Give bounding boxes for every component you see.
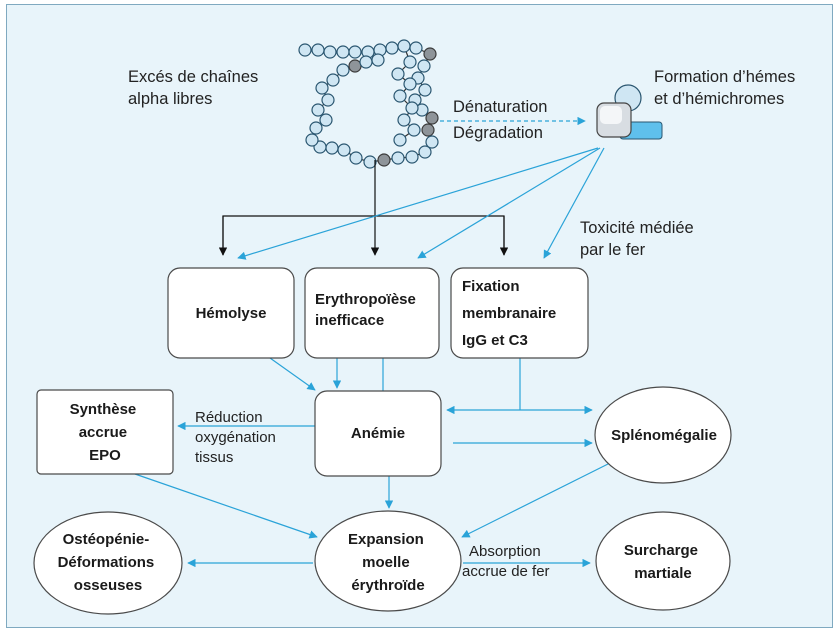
heme-to-hemolyse-arrow	[237, 147, 599, 260]
splenomegalie-to-expansion-arrow	[461, 461, 613, 538]
node-osteopenie: Ostéopénie- Déformations osseuses	[33, 511, 183, 615]
svg-text:Anémie: Anémie	[351, 425, 405, 442]
node-hemolyse: Hémolyse	[167, 267, 295, 359]
heme-to-fixation-arrow	[543, 147, 605, 259]
svg-text:Splénomégalie: Splénomégalie	[611, 427, 717, 444]
formation-label: Formation d’hémes et d’hémichromes	[654, 68, 800, 108]
node-epo: Synthèse accrue EPO	[36, 389, 174, 475]
svg-text:Surcharge martiale: Surcharge martiale	[624, 542, 702, 582]
absorption-label: Absorption accrue de fer	[462, 543, 550, 580]
hemolyse-to-anemie-arrow	[269, 357, 316, 391]
svg-text:Erythropoïèse inefficace: Erythropoïèse inefficace	[315, 291, 420, 329]
degradation-label: Dégradation	[453, 124, 543, 142]
node-splenomegalie: Splénomégalie	[594, 386, 732, 484]
node-fixation: Fixation membranaire IgG et C3	[450, 267, 589, 359]
node-surcharge: Surcharge martiale	[595, 511, 731, 611]
heme-to-erythropoiese-arrow	[417, 147, 601, 259]
connectors	[134, 116, 613, 568]
toxicity-label: Toxicité médiée par le fer	[580, 219, 698, 259]
svg-text:Synthèse accrue EP: Synthèse accrue EPO	[70, 401, 141, 464]
node-erythropoiese: Erythropoïèse inefficace	[304, 267, 440, 359]
node-anemie: Anémie	[314, 390, 442, 477]
epo-to-expansion-arrow	[134, 473, 318, 539]
excess-chains-label: Excés de chaînes alpha libres	[128, 68, 263, 108]
svg-text:Expansion moelle é: Expansion moelle érythroïde	[348, 531, 428, 594]
denaturation-label: Dénaturation	[453, 98, 547, 116]
alpha-chain-molecule-icon	[298, 39, 439, 169]
svg-text:Hémolyse: Hémolyse	[196, 305, 267, 322]
svg-text:Fixation membranaire: Fixation membranaire IgG et C3	[462, 278, 560, 349]
heme-cube-icon	[596, 84, 663, 140]
reduction-oxygenation-label: Réduction oxygénation tissus	[195, 409, 280, 466]
svg-text:Ostéopénie- Déformations: Ostéopénie- Déformations osseuses	[58, 531, 159, 594]
node-expansion: Expansion moelle érythroïde	[314, 510, 462, 612]
